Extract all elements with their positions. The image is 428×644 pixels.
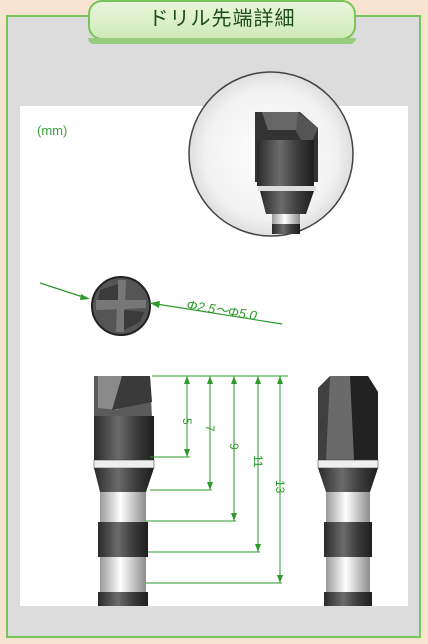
drill-side-view-profile	[317, 376, 379, 606]
dimension-11: 11	[251, 455, 265, 468]
dimension-5: 5	[180, 418, 194, 425]
unit-label: (mm)	[37, 123, 68, 138]
dimension-9: 9	[227, 443, 241, 450]
dimension-lines	[146, 375, 288, 584]
diameter-label: Φ2.5～Φ5.0	[186, 297, 259, 323]
drill-end-view: Φ2.5～Φ5.0	[39, 276, 283, 336]
dimension-arrowheads	[184, 376, 283, 583]
drill-side-view-front	[93, 376, 155, 606]
dimension-7: 7	[203, 425, 217, 432]
drill-tip-photo	[188, 71, 354, 237]
page-title: ドリル先端詳細	[88, 0, 356, 44]
dimension-13: 13	[273, 480, 287, 494]
